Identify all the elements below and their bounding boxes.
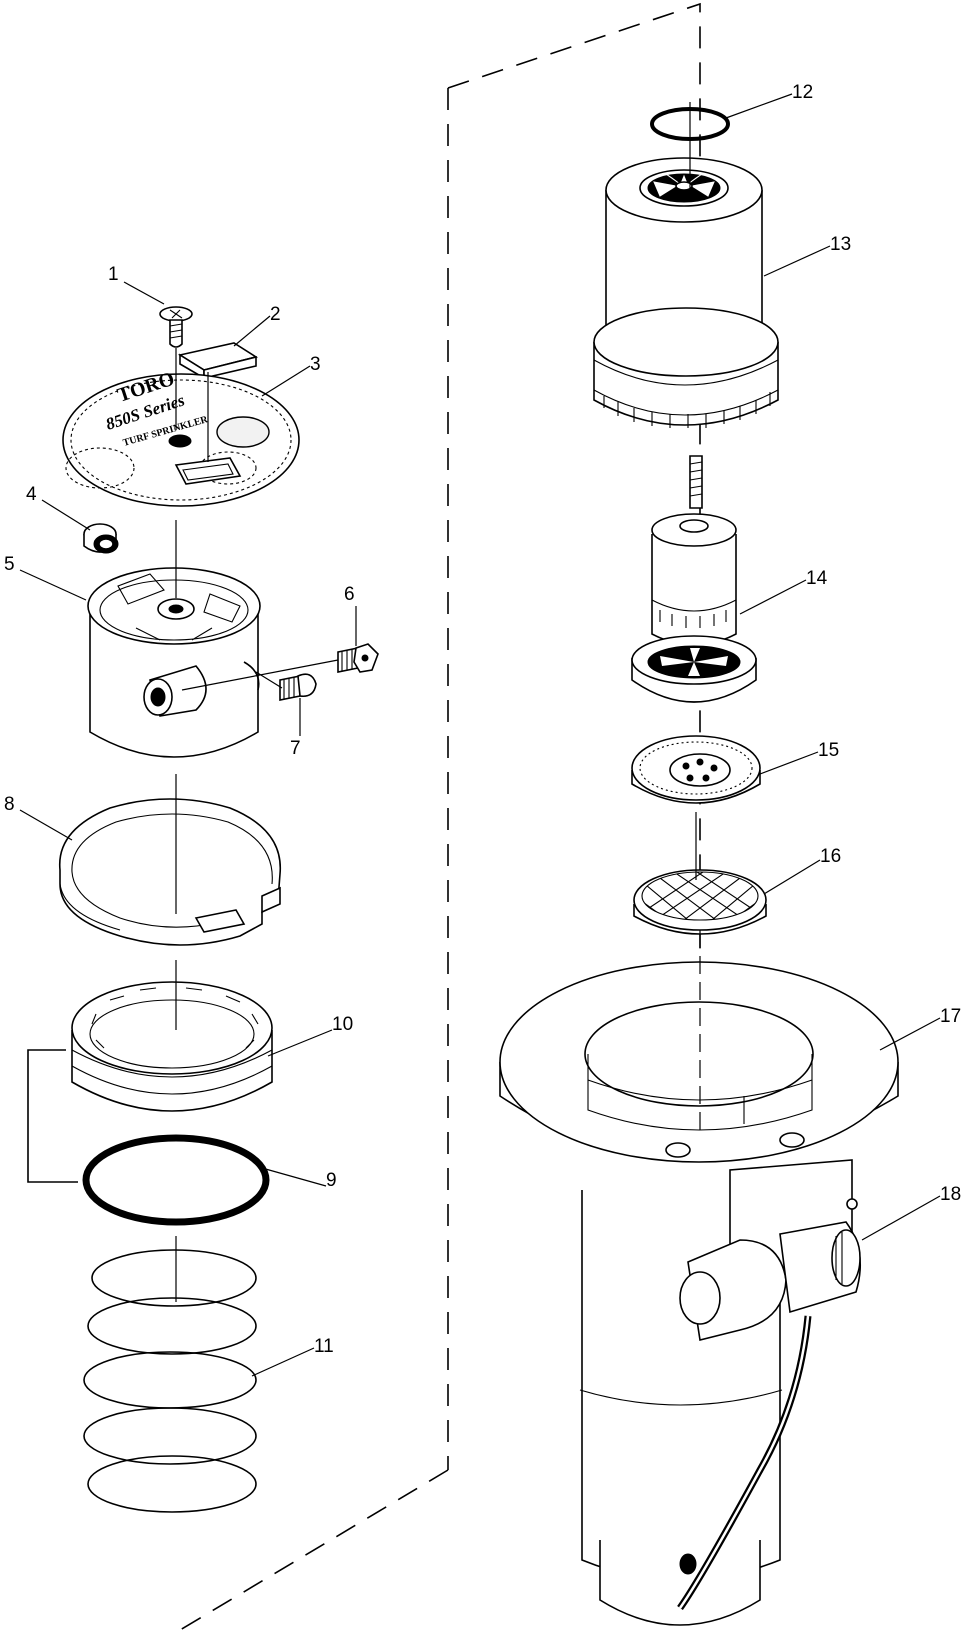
part-16-screen — [633, 869, 767, 935]
callout-13-label: 13 — [830, 234, 851, 255]
right-assembly-axis — [689, 102, 701, 1130]
callout-8-label: 8 — [4, 794, 15, 815]
callout-5: 5 — [4, 554, 87, 601]
part-8-snap-ring — [58, 798, 282, 946]
part-14-drive — [631, 455, 757, 703]
callout-10-label: 10 — [332, 1014, 353, 1035]
callout-1: 1 — [108, 264, 165, 305]
callout-2: 2 — [233, 304, 281, 347]
callout-3: 3 — [261, 354, 321, 397]
callout-13: 13 — [763, 234, 851, 277]
callout-15: 15 — [759, 740, 839, 775]
left-assembly-axis — [175, 348, 339, 1302]
callout-12-label: 12 — [792, 82, 813, 103]
part-15-cap — [631, 735, 761, 804]
part-2-cover-tab — [177, 342, 259, 380]
part-9-o-ring — [82, 1134, 270, 1226]
callout-11: 11 — [251, 1336, 334, 1377]
callout-10: 10 — [267, 1014, 353, 1057]
callout-8: 8 — [4, 794, 73, 841]
part-3-nameplate: TORO 850S Series TURF SPRINKLER — [62, 368, 300, 507]
part-13-riser — [593, 157, 779, 428]
part-5-housing — [87, 567, 261, 758]
callout-7: 7 — [290, 698, 301, 759]
callout-16-label: 16 — [820, 846, 841, 867]
callout-5-label: 5 — [4, 554, 15, 575]
callout-17-label: 17 — [940, 1006, 961, 1027]
callout-12: 12 — [725, 82, 813, 119]
callout-15-label: 15 — [818, 740, 839, 761]
callout-7-label: 7 — [290, 738, 301, 759]
part-6-nozzle — [337, 643, 379, 673]
callout-14-label: 14 — [806, 568, 828, 589]
callout-17: 17 — [879, 1006, 961, 1051]
callout-6-label: 6 — [344, 584, 355, 605]
bracket-9-10 — [27, 1049, 78, 1183]
part-4-plug — [83, 523, 119, 554]
part-1-screw — [159, 306, 193, 348]
part-7-nozzle — [279, 673, 317, 701]
callout-3-label: 3 — [310, 354, 321, 375]
callout-4-label: 4 — [26, 484, 37, 505]
callout-18: 18 — [861, 1184, 961, 1241]
callout-16: 16 — [763, 846, 841, 895]
part-10-retainer — [71, 981, 273, 1112]
callout-6: 6 — [344, 584, 357, 646]
callout-18-label: 18 — [940, 1184, 961, 1205]
part-18-swing-joint — [677, 1221, 862, 1611]
callout-2-label: 2 — [270, 304, 281, 325]
callout-14: 14 — [739, 568, 828, 615]
callout-9-label: 9 — [326, 1170, 337, 1191]
callout-1-label: 1 — [108, 264, 119, 285]
callout-9: 9 — [261, 1167, 337, 1191]
part-11-spring — [83, 1249, 257, 1513]
callout-11-label: 11 — [314, 1336, 334, 1357]
callout-4: 4 — [26, 484, 91, 531]
